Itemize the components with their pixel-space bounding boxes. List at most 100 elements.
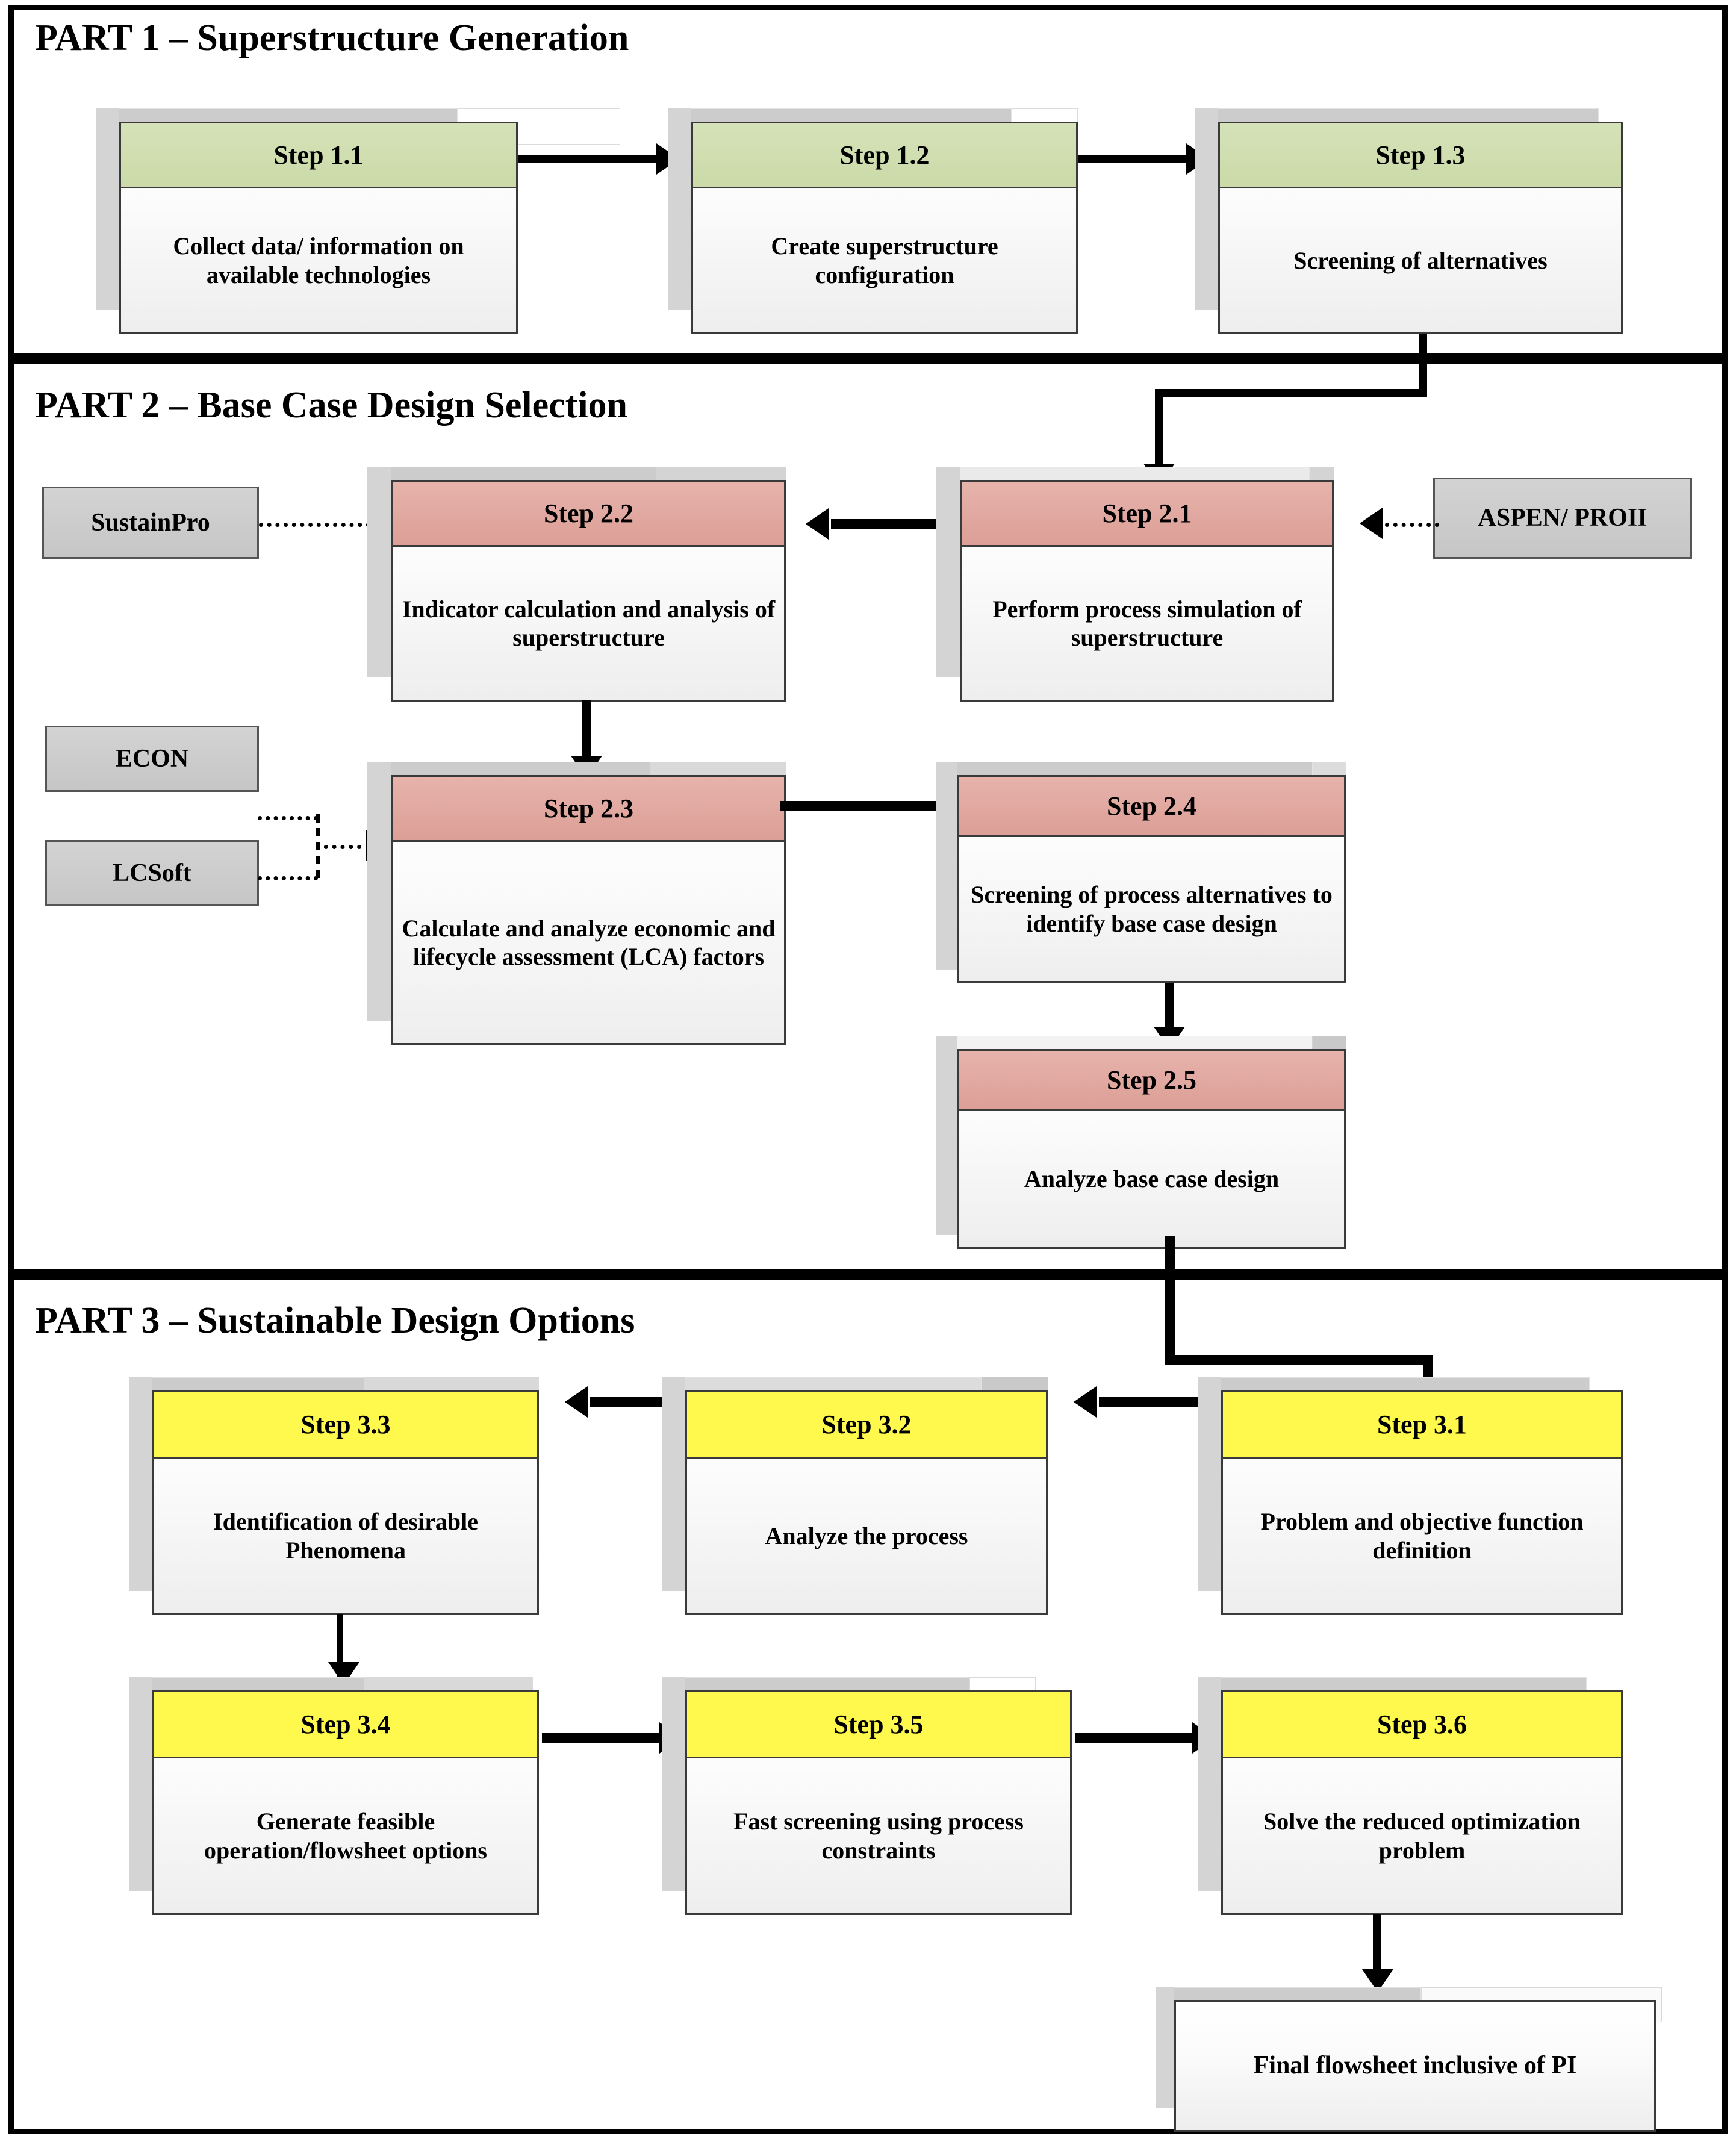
card-stack-left [662, 1677, 685, 1891]
final-flowsheet-box[interactable]: Final flowsheet inclusive of PI [1174, 2000, 1656, 2132]
tool-box-econ[interactable]: ECON [45, 726, 259, 792]
arrow-line-11-12 [518, 155, 662, 163]
arrow-line-35-36 [1075, 1733, 1195, 1743]
part3-title: PART 3 – Sustainable Design Options [35, 1300, 635, 1341]
step-1-3-header: Step 1.3 [1220, 123, 1621, 188]
step-box-1-1[interactable]: Step 1.1 Collect data/ information on av… [119, 122, 518, 334]
final-flowsheet-card[interactable]: Final flowsheet inclusive of PI [1156, 1987, 1674, 2132]
step-card-3-1[interactable]: Step 3.1 Problem and objective function … [1198, 1377, 1623, 1615]
card-stack-left [936, 467, 960, 677]
step-box-3-2[interactable]: Step 3.2 Analyze the process [685, 1390, 1048, 1615]
step-card-1-1[interactable]: Step 1.1 Collect data/ information on av… [96, 108, 620, 334]
step-box-2-3[interactable]: Step 2.3 Calculate and analyze economic … [391, 775, 786, 1045]
step-2-3-header: Step 2.3 [393, 777, 784, 842]
part2-title: PART 2 – Base Case Design Selection [35, 385, 628, 426]
part3-frame [8, 1274, 1728, 2134]
step-card-3-6[interactable]: Step 3.6 Solve the reduced optimization … [1198, 1677, 1623, 1915]
card-stack-left [1198, 1377, 1221, 1591]
step-card-2-5[interactable]: Step 2.5 Analyze base case design [936, 1036, 1382, 1259]
dashed-line-lcsoft [258, 876, 318, 880]
arrow-line-23-24 [780, 801, 942, 811]
step-box-1-3[interactable]: Step 1.3 Screening of alternatives [1218, 122, 1623, 334]
step-1-2-body: Create superstructure configuration [771, 232, 998, 288]
card-stack-left [936, 1036, 957, 1235]
step-card-2-1[interactable]: Step 2.1 Perform process simulation of s… [936, 467, 1358, 702]
step-box-2-4[interactable]: Step 2.4 Screening of process alternativ… [957, 775, 1346, 983]
card-stack-left [662, 1377, 685, 1591]
step-box-3-4[interactable]: Step 3.4 Generate feasible operation/flo… [152, 1690, 539, 1915]
dashed-line-aspen [1385, 523, 1439, 527]
tool-label-econ: ECON [115, 744, 189, 773]
arrow-line-12-13 [1078, 155, 1192, 163]
step-card-3-2[interactable]: Step 3.2 Analyze the process [662, 1377, 1084, 1615]
step-3-2-header: Step 3.2 [687, 1392, 1046, 1459]
step-2-4-body: Screening of process alternatives to ide… [971, 881, 1333, 937]
connector-13-21-v1 [1419, 334, 1427, 397]
tool-label-sustainpro: SustainPro [91, 508, 210, 537]
card-stack-left [367, 762, 391, 1021]
step-box-1-2[interactable]: Step 1.2 Create superstructure configura… [691, 122, 1078, 334]
step-3-6-header: Step 3.6 [1223, 1692, 1621, 1758]
step-2-2-body: Indicator calculation and analysis of su… [402, 595, 776, 651]
card-stack-left [1195, 108, 1218, 310]
tool-label-aspen: ASPEN/ PROII [1478, 504, 1647, 532]
step-3-1-body: Problem and objective function definitio… [1260, 1508, 1584, 1564]
step-card-3-5[interactable]: Step 3.5 Fast screening using process co… [662, 1677, 1084, 1915]
card-stack-left [367, 467, 391, 677]
step-card-3-3[interactable]: Step 3.3 Identification of desirable Phe… [129, 1377, 551, 1615]
arrow-head-21-22 [806, 508, 829, 540]
arrow-line-34-35 [542, 1733, 662, 1743]
step-1-3-body: Screening of alternatives [1293, 246, 1548, 274]
step-box-3-6[interactable]: Step 3.6 Solve the reduced optimization … [1221, 1690, 1623, 1915]
step-box-3-3[interactable]: Step 3.3 Identification of desirable Phe… [152, 1390, 539, 1615]
arrow-line-24-25 [1165, 983, 1174, 1036]
step-3-4-body: Generate feasible operation/flowsheet op… [204, 1808, 487, 1864]
connector-25-31-h [1165, 1355, 1433, 1365]
dashed-line-sustainpro [259, 523, 370, 527]
step-2-1-header: Step 2.1 [962, 482, 1332, 547]
step-2-2-header: Step 2.2 [393, 482, 784, 547]
arrow-head-32-33 [565, 1386, 588, 1418]
step-3-6-body: Solve the reduced optimization problem [1263, 1808, 1581, 1864]
card-stack-left [668, 108, 691, 310]
step-card-3-4[interactable]: Step 3.4 Generate feasible operation/flo… [129, 1677, 551, 1915]
step-card-2-2[interactable]: Step 2.2 Indicator calculation and analy… [367, 467, 801, 702]
arrow-head-aspen [1360, 508, 1383, 539]
final-flowsheet-body: Final flowsheet inclusive of PI [1253, 2052, 1577, 2080]
step-3-3-header: Step 3.3 [154, 1392, 537, 1459]
connector-25-31-v1 [1165, 1236, 1175, 1365]
card-stack-left [1156, 1987, 1174, 2108]
step-3-5-header: Step 3.5 [687, 1692, 1070, 1758]
card-stack-left [936, 762, 957, 970]
card-stack-left [96, 108, 119, 310]
step-1-2-header: Step 1.2 [693, 123, 1076, 188]
tool-box-lcsoft[interactable]: LCSoft [45, 840, 259, 906]
connector-13-21-v2 [1155, 389, 1163, 467]
step-box-2-1[interactable]: Step 2.1 Perform process simulation of s… [960, 480, 1334, 702]
step-2-5-body: Analyze base case design [1024, 1165, 1280, 1193]
step-1-1-header: Step 1.1 [121, 123, 516, 188]
arrow-line-31-32 [1099, 1397, 1207, 1407]
step-card-1-3[interactable]: Step 1.3 Screening of alternatives [1195, 108, 1623, 334]
tool-box-sustainpro[interactable]: SustainPro [42, 487, 259, 559]
step-2-5-header: Step 2.5 [959, 1051, 1344, 1111]
step-box-2-2[interactable]: Step 2.2 Indicator calculation and analy… [391, 480, 786, 702]
step-card-1-2[interactable]: Step 1.2 Create superstructure configura… [668, 108, 1102, 334]
step-2-4-header: Step 2.4 [959, 777, 1344, 837]
step-card-2-4[interactable]: Step 2.4 Screening of process alternativ… [936, 762, 1382, 997]
step-2-1-body: Perform process simulation of superstruc… [992, 595, 1302, 651]
step-card-2-3[interactable]: Step 2.3 Calculate and analyze economic … [367, 762, 801, 1045]
arrow-line-22-23 [582, 700, 591, 764]
step-3-5-body: Fast screening using process constraints [733, 1808, 1024, 1864]
step-box-3-1[interactable]: Step 3.1 Problem and objective function … [1221, 1390, 1623, 1615]
card-stack-left [1198, 1677, 1221, 1891]
dashed-line-econ [258, 816, 318, 820]
part1-frame [8, 5, 1728, 359]
tool-box-aspen[interactable]: ASPEN/ PROII [1433, 478, 1692, 559]
step-3-4-header: Step 3.4 [154, 1692, 537, 1758]
step-3-1-header: Step 3.1 [1223, 1392, 1621, 1459]
step-box-3-5[interactable]: Step 3.5 Fast screening using process co… [685, 1690, 1072, 1915]
arrow-line-21-22 [831, 519, 957, 529]
step-box-2-5[interactable]: Step 2.5 Analyze base case design [957, 1049, 1346, 1249]
